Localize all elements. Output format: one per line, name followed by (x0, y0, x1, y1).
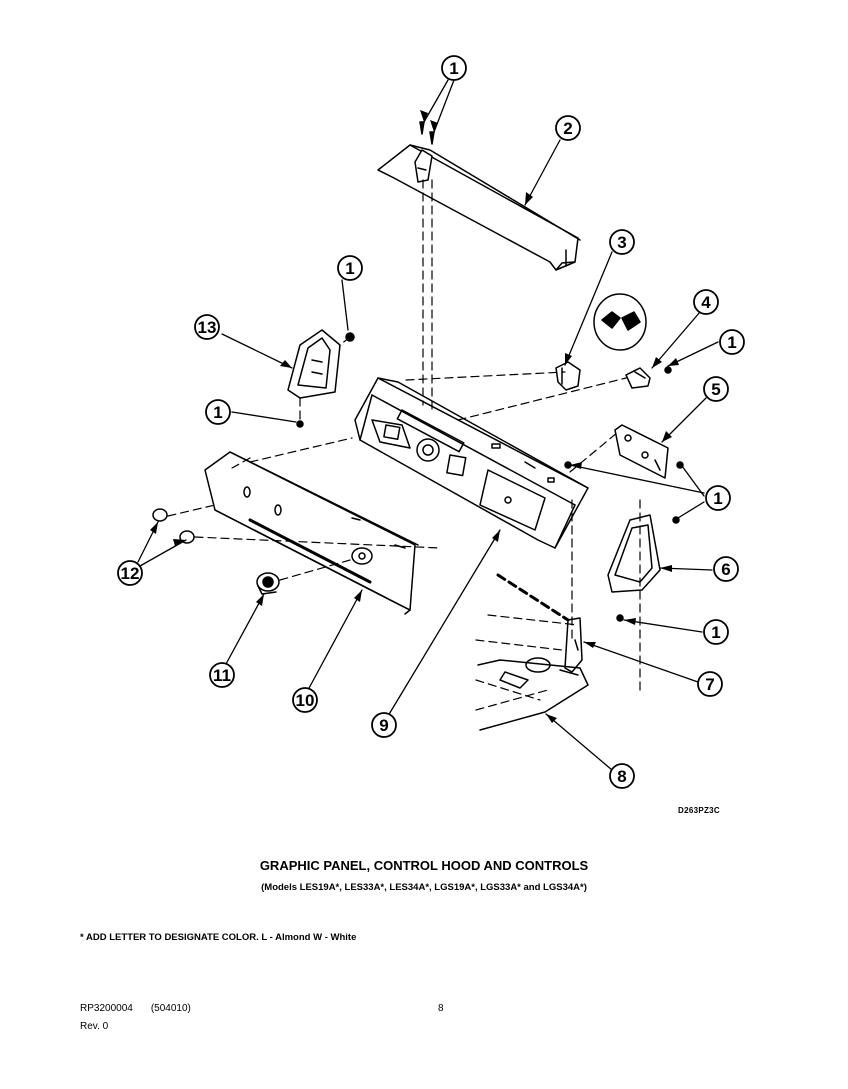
callout-4: 4 (693, 289, 719, 315)
alignment-lines (167, 179, 641, 711)
svg-text:4: 4 (701, 293, 711, 312)
cabinet-top (477, 657, 589, 731)
svg-text:13: 13 (198, 318, 217, 337)
svg-text:5: 5 (711, 380, 720, 399)
svg-text:1: 1 (449, 59, 458, 78)
svg-text:10: 10 (296, 691, 315, 710)
switch-component (625, 367, 651, 389)
callout-1-right: 1 (705, 485, 731, 511)
diagram-title: GRAPHIC PANEL, CONTROL HOOD AND CONTROLS (259, 858, 589, 873)
control-hood-top (377, 144, 581, 271)
callout-1-left-upper: 1 (337, 255, 363, 281)
callout-8: 8 (609, 763, 635, 789)
leader-lines (137, 79, 719, 771)
svg-text:6: 6 (721, 560, 730, 579)
control-panel-body (354, 377, 589, 549)
svg-text:7: 7 (705, 675, 714, 694)
drawing-code: D263PZ3C (678, 806, 720, 815)
callout-13: 13 (194, 314, 220, 340)
side-screws (296, 332, 684, 622)
svg-text:8: 8 (617, 767, 626, 786)
lower-bracket (564, 617, 583, 673)
push-buttons (152, 508, 195, 544)
callout-3: 3 (609, 229, 635, 255)
svg-text:3: 3 (617, 233, 626, 252)
color-note: * ADD LETTER TO DESIGNATE COLOR. L - Alm… (80, 932, 357, 943)
doc-number: RP3200004 (80, 1003, 133, 1014)
svg-text:1: 1 (711, 623, 720, 642)
arrowheads (150, 110, 679, 723)
left-end-cap (287, 329, 341, 399)
exploded-parts-diagram: 1 2 3 4 1 5 1 13 1 1 6 1 7 8 9 10 11 12 (117, 55, 745, 789)
callout-6: 6 (713, 556, 739, 582)
callout-1-right-lower: 1 (703, 619, 729, 645)
callout-1-left: 1 (205, 399, 231, 425)
callout-1-top: 1 (441, 55, 467, 81)
graphic-panel (204, 451, 419, 615)
mounting-bracket (614, 424, 669, 479)
callout-markers: 1 2 3 4 1 5 1 13 1 1 6 1 7 8 9 10 11 12 (117, 55, 745, 789)
document-number: RP3200004 (504010) (80, 1003, 209, 1014)
connector-component (555, 293, 647, 391)
models-subtitle: (Models LES19A*, LES33A*, LES34A*, LGS19… (261, 882, 587, 893)
right-end-cap (607, 514, 661, 593)
svg-text:12: 12 (121, 564, 140, 583)
callout-11: 11 (209, 662, 235, 688)
callout-10: 10 (292, 687, 318, 713)
callout-1-right-upper: 1 (719, 329, 745, 355)
svg-text:1: 1 (727, 333, 736, 352)
callout-2: 2 (555, 115, 581, 141)
callout-12: 12 (117, 560, 143, 586)
page-number: 8 (438, 1003, 444, 1014)
svg-text:1: 1 (713, 489, 722, 508)
svg-text:1: 1 (345, 259, 354, 278)
revision: Rev. 0 (80, 1021, 109, 1032)
callout-9: 9 (371, 712, 397, 738)
top-screws (419, 121, 435, 145)
svg-text:1: 1 (213, 403, 222, 422)
doc-code: (504010) (150, 1003, 191, 1014)
svg-text:11: 11 (213, 666, 231, 685)
callout-7: 7 (697, 671, 723, 697)
control-knob (256, 572, 280, 595)
svg-text:2: 2 (563, 119, 572, 138)
callout-5: 5 (703, 376, 729, 402)
svg-text:9: 9 (379, 716, 388, 735)
